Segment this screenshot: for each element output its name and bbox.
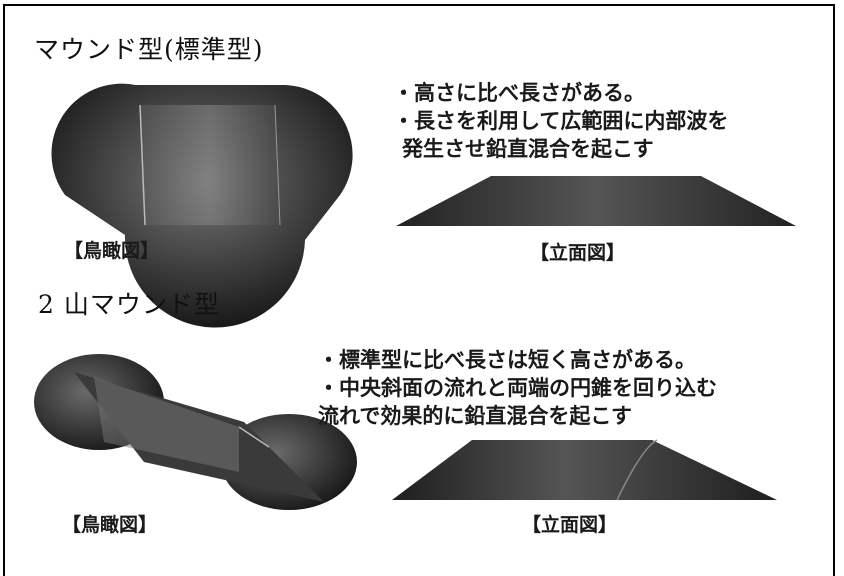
section2-title: 2 山マウンド型 <box>38 290 220 319</box>
section2-caption-elevation: 【立面図】 <box>522 514 618 536</box>
section2-caption-aerial: 【鳥瞰図】 <box>62 514 158 536</box>
standard-mound-aerial-view <box>51 83 353 328</box>
double-mound-elevation-view <box>392 439 777 501</box>
section1-note-3: 発生させ鉛直混合を起こす <box>402 137 654 161</box>
section1-caption-elevation: 【立面図】 <box>530 242 626 264</box>
section2-note-1: ・標準型に比べ長さは短く高さがある。 <box>318 348 696 372</box>
section1-caption-aerial: 【鳥瞰図】 <box>64 240 160 262</box>
standard-mound-elevation-view <box>396 176 796 226</box>
section2-note-2: ・中央斜面の流れと両端の円錐を回り込む <box>318 376 717 400</box>
section1-note-1: ・高さに比べ長さがある。 <box>393 81 645 105</box>
section1-note-2: ・長さを利用して広範囲に内部波を <box>393 109 729 133</box>
figure-frame <box>3 4 835 576</box>
double-mound-aerial-view <box>34 354 357 510</box>
section2-note-3: 流れで効果的に鉛直混合を起こす <box>318 404 632 428</box>
section1-title: マウンド型(標準型) <box>34 35 264 64</box>
